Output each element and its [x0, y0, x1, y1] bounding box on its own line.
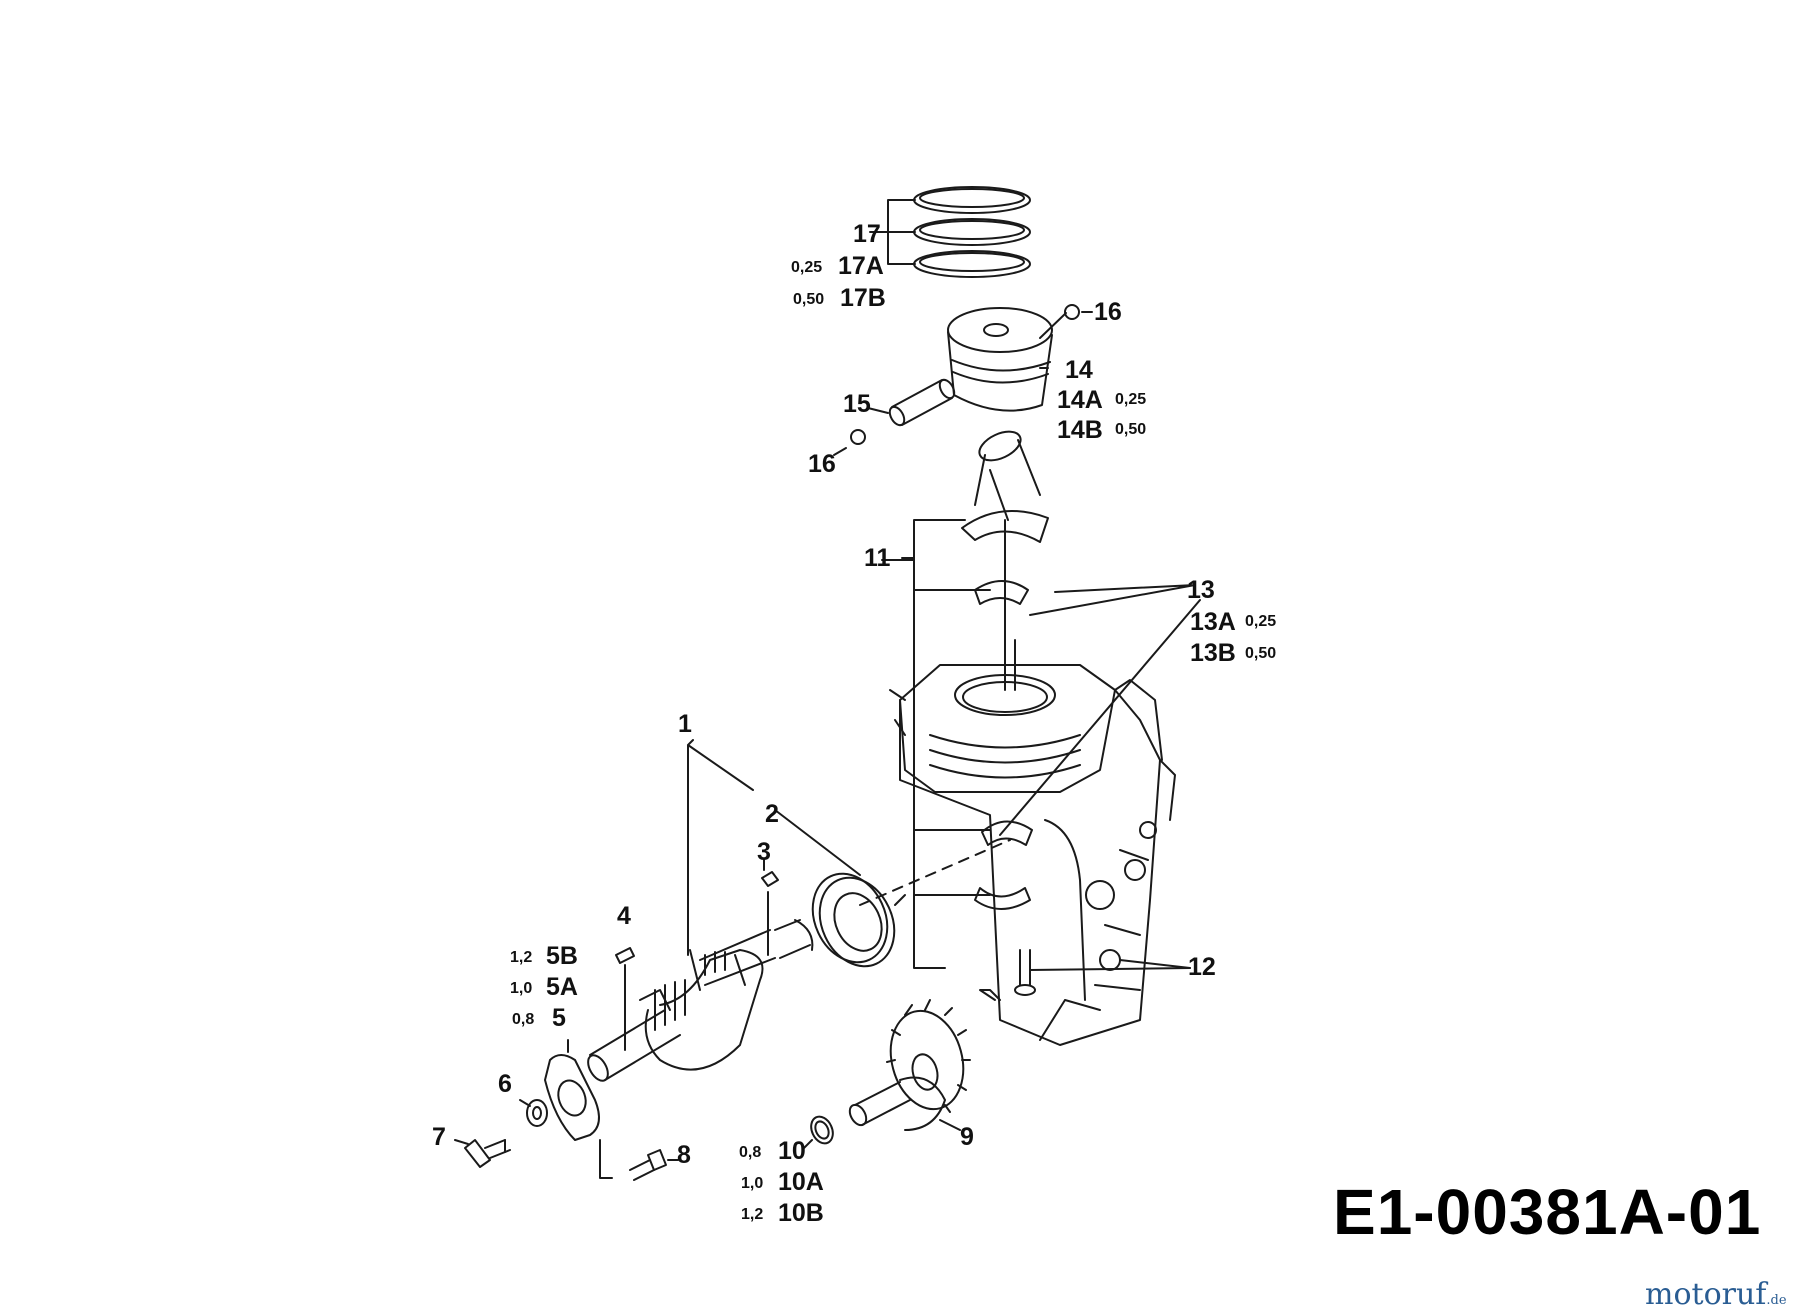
camshaft-drawing: [848, 999, 971, 1131]
bearing-shells-drawing: [974, 580, 1033, 910]
piston-pin-drawing: [867, 378, 956, 427]
washer-drawing: [519, 1099, 548, 1127]
piston-drawing: [947, 307, 1067, 412]
size-17B: 0,50: [793, 291, 825, 308]
label-13: 13: [1187, 576, 1215, 604]
size-5B: 1,2: [510, 949, 533, 966]
leader-2: [774, 809, 861, 876]
label-16-lower: 16: [808, 450, 836, 478]
label-10B: 10B: [778, 1199, 824, 1227]
label-10: 10: [778, 1137, 806, 1165]
label-17: 17: [853, 220, 881, 248]
label-16-upper: 16: [1094, 298, 1122, 326]
label-5A: 5A: [546, 973, 578, 1001]
size-14A: 0,25: [1115, 391, 1147, 408]
bolt-7-drawing: [454, 1139, 511, 1168]
label-14B: 14B: [1057, 416, 1103, 444]
watermark-name: motoruf: [1645, 1277, 1767, 1312]
pin-drawing: [615, 947, 635, 1051]
key-drawing: [761, 871, 779, 956]
size-13B: 0,50: [1245, 645, 1277, 662]
bearing-drawing: [811, 872, 906, 968]
label-13B: 13B: [1190, 639, 1236, 667]
diagram-code: E1-00381A-01: [1333, 1176, 1762, 1248]
label-17B: 17B: [840, 284, 886, 312]
circlip-upper-drawing: [1064, 304, 1093, 320]
label-8: 8: [677, 1141, 691, 1169]
bolt-12-drawing: [1014, 949, 1191, 996]
bolt-8-drawing: [629, 1149, 679, 1181]
size-10: 0,8: [739, 1144, 762, 1161]
label-10A: 10A: [778, 1168, 824, 1196]
label-9: 9: [960, 1123, 974, 1151]
size-13A: 0,25: [1245, 613, 1277, 630]
label-11: 11: [864, 544, 891, 572]
leader-13: [999, 584, 1201, 836]
size-5: 0,8: [512, 1011, 535, 1028]
label-13A: 13A: [1190, 608, 1236, 636]
label-2: 2: [765, 800, 779, 828]
label-4: 4: [617, 902, 631, 930]
size-14B: 0,50: [1115, 421, 1147, 438]
size-10B: 1,2: [741, 1206, 764, 1223]
size-10A: 1,0: [741, 1175, 764, 1192]
label-14A: 14A: [1057, 386, 1103, 414]
label-6: 6: [498, 1070, 512, 1098]
size-17A: 0,25: [791, 259, 823, 276]
connecting-rod-drawing: [901, 430, 1049, 969]
watermark-tld: .de: [1766, 1293, 1787, 1308]
label-15: 15: [843, 390, 871, 418]
label-3: 3: [757, 838, 771, 866]
label-17A: 17A: [838, 252, 884, 280]
center-line: [859, 839, 1011, 906]
shim-10-drawing: [803, 1115, 834, 1149]
label-7: 7: [432, 1123, 446, 1151]
leader-1: [687, 739, 754, 956]
label-1: 1: [678, 710, 692, 738]
watermark-logo: motoruf.de: [1645, 1280, 1787, 1310]
circlip-lower-drawing: [833, 429, 866, 456]
label-14: 14: [1065, 356, 1093, 384]
label-12: 12: [1188, 953, 1216, 981]
size-5A: 1,0: [510, 980, 533, 997]
piston-rings-drawing: [869, 186, 1031, 278]
crankcase-drawing: [889, 664, 1176, 1046]
label-5: 5: [552, 1004, 566, 1032]
crankshaft-drawing: [587, 919, 814, 1082]
shim-drawing: [544, 1039, 613, 1179]
label-5B: 5B: [546, 942, 578, 970]
